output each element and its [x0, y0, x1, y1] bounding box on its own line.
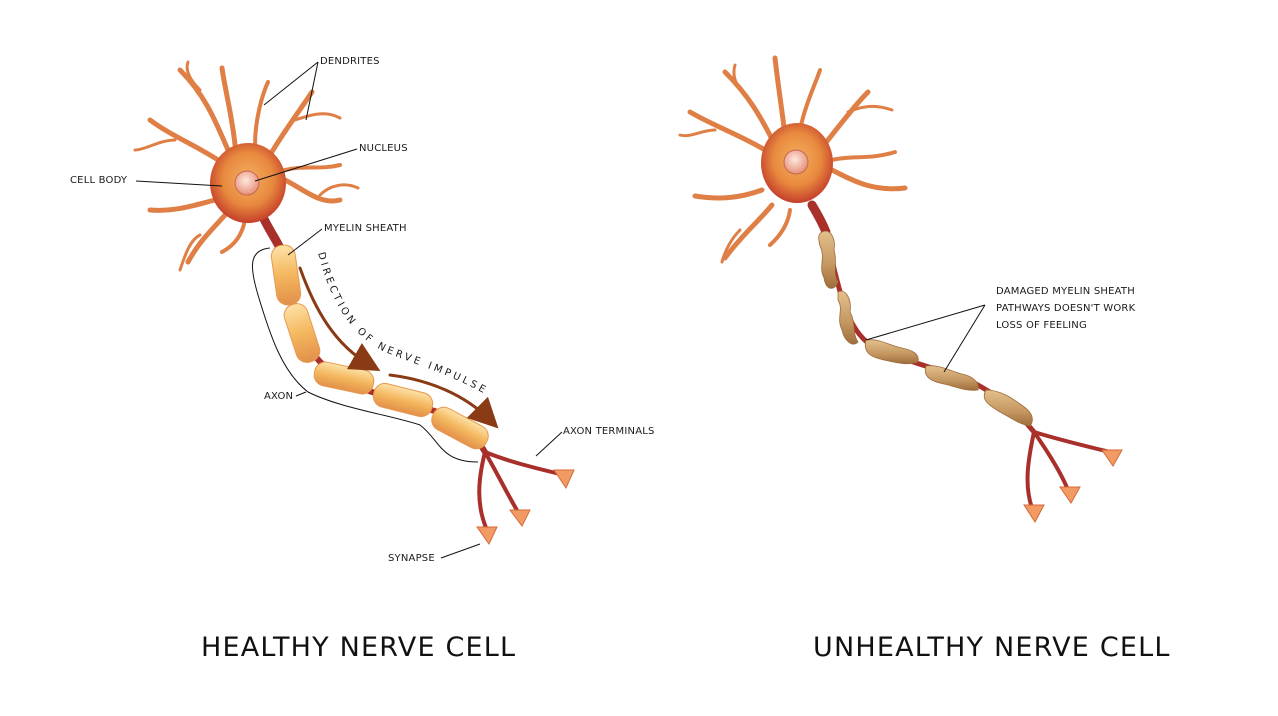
synapse-bulb — [476, 526, 498, 545]
damaged-line-2: PATHWAYS DOESN'T WORK — [996, 303, 1136, 314]
label-synapse: SYNAPSE — [388, 553, 435, 564]
damaged-myelin-segment — [924, 365, 979, 391]
synapse-bulb — [1023, 504, 1045, 523]
leader-axon-terminals — [535, 431, 563, 457]
damaged-myelin-segment — [837, 290, 859, 345]
leader-nucleus — [254, 148, 358, 182]
caption-unhealthy: UNHEALTHY NERVE CELL — [813, 632, 1171, 663]
label-axon-terminals: AXON TERMINALS — [563, 426, 655, 437]
label-cell-body: CELL BODY — [70, 175, 128, 186]
synapse-bulb — [1059, 486, 1081, 504]
leader-synapse — [440, 543, 481, 559]
healthy-myelin-segments — [270, 244, 489, 450]
synapse-bulb — [553, 469, 575, 490]
healthy-dendrites — [133, 60, 360, 272]
impulse-arrow — [388, 373, 499, 429]
damaged-line-3: LOSS OF FEELING — [996, 320, 1087, 331]
healthy-leader-lines — [135, 61, 563, 559]
damaged-myelin-segment — [864, 339, 919, 365]
myelin-segment — [270, 244, 302, 306]
label-myelin-sheath: MYELIN SHEATH — [324, 223, 407, 234]
label-dendrites: DENDRITES — [320, 56, 380, 67]
label-damaged-myelin: DAMAGED MYELIN SHEATH PATHWAYS DOESN'T W… — [996, 283, 1135, 334]
unhealthy-leader-lines — [865, 304, 986, 373]
leader-cell-body — [135, 180, 223, 187]
damaged-myelin-segment — [818, 230, 839, 289]
unhealthy-axon-hillock — [807, 200, 831, 237]
leader-dendrites — [263, 61, 319, 121]
leader-damaged-myelin — [865, 304, 986, 373]
unhealthy-synapse-bulbs — [1023, 449, 1123, 523]
healthy-nucleus — [234, 170, 260, 196]
unhealthy-nucleus — [783, 149, 809, 175]
caption-healthy: HEALTHY NERVE CELL — [201, 632, 517, 663]
label-axon: AXON — [264, 391, 294, 402]
damaged-myelin-segment — [983, 389, 1033, 427]
damaged-myelin-segments — [818, 230, 1033, 427]
label-nucleus: NUCLEUS — [359, 143, 408, 154]
myelin-segment — [313, 361, 375, 395]
myelin-segment — [283, 303, 321, 363]
leader-axon — [295, 391, 307, 397]
synapse-bulb — [1101, 449, 1123, 467]
unhealthy-neuron — [678, 55, 1123, 523]
impulse-arrows — [298, 266, 499, 429]
synapse-bulb — [509, 509, 531, 527]
leader-myelin — [287, 228, 323, 256]
myelin-segment — [431, 406, 489, 450]
healthy-axon-terminals — [477, 450, 562, 532]
healthy-axon-hillock — [257, 210, 285, 253]
damaged-line-1: DAMAGED MYELIN SHEATH — [996, 286, 1135, 297]
impulse-arrow — [298, 266, 381, 371]
myelin-segment — [372, 382, 434, 418]
healthy-neuron: DIRECTION OF NERVE IMPULSE — [133, 60, 575, 559]
healthy-synapse-bulbs — [476, 469, 575, 545]
axon-bracket — [251, 247, 479, 463]
